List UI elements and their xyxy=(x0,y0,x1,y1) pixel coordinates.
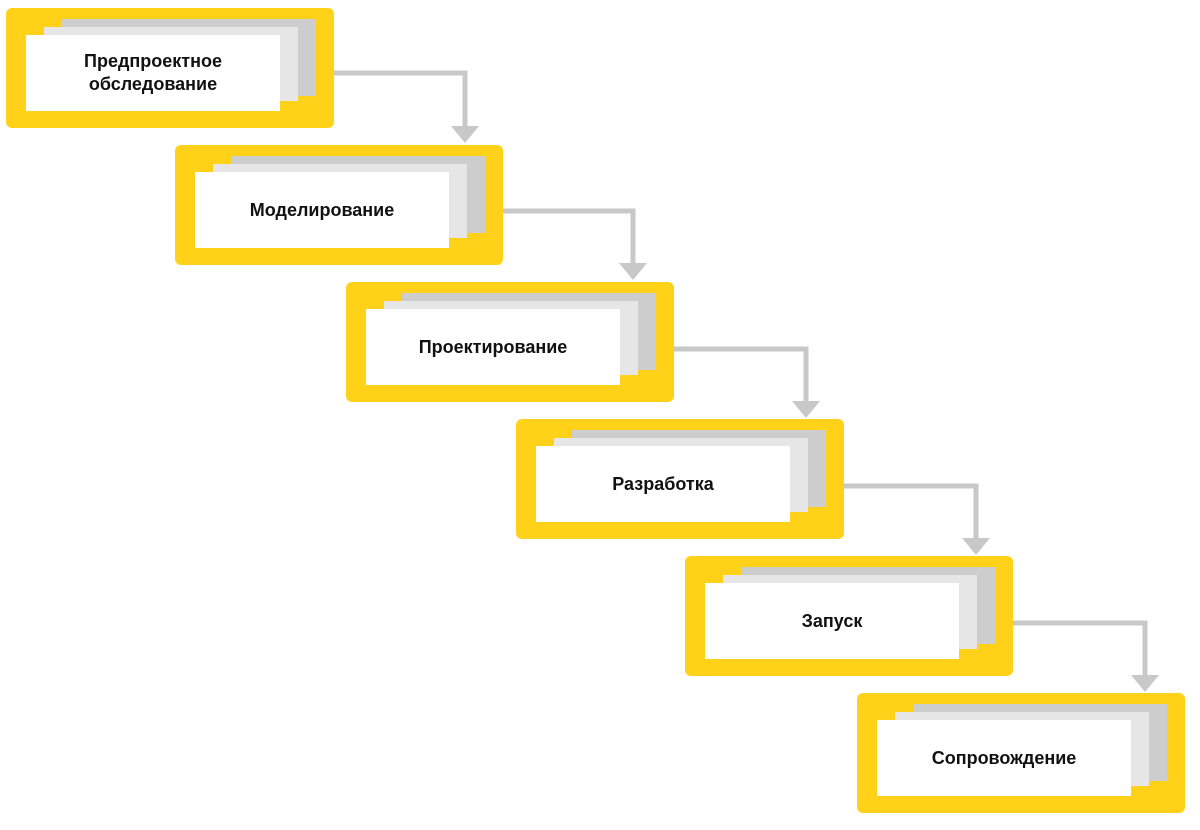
sheet-front: Запуск xyxy=(705,583,959,659)
connector-1-2 xyxy=(334,70,468,128)
step-razrabotka: Разработка xyxy=(516,419,844,539)
step-label: Предпроектное обследование xyxy=(84,51,222,94)
connector-3-4 xyxy=(674,346,809,403)
sheet-front: Проектирование xyxy=(366,309,620,385)
step-predproektnoe-obsledovanie: Предпроектное обследование xyxy=(6,8,334,128)
step-label: Разработка xyxy=(612,473,714,494)
arrowhead-icon xyxy=(451,126,479,143)
step-label: Моделирование xyxy=(249,199,395,220)
arrowhead-icon xyxy=(792,401,820,418)
step-modelirovanie: Моделирование xyxy=(175,145,503,265)
sheet-front: Предпроектное обследование xyxy=(26,35,280,111)
step-proektirovanie: Проектирование xyxy=(346,282,674,402)
sheet-front: Моделирование xyxy=(195,172,449,248)
step-zapusk: Запуск xyxy=(685,556,1013,676)
arrowhead-icon xyxy=(1131,675,1159,692)
connector-2-3 xyxy=(503,208,636,265)
connector-5-6 xyxy=(1013,620,1148,677)
step-soprovozhdenie: Сопровождение xyxy=(857,693,1185,813)
arrowhead-icon xyxy=(962,538,990,555)
sheet-front: Сопровождение xyxy=(877,720,1131,796)
sheet-front: Разработка xyxy=(536,446,790,522)
step-label: Сопровождение xyxy=(931,747,1077,768)
connector-4-5 xyxy=(844,483,979,540)
arrowhead-icon xyxy=(619,263,647,280)
step-label: Проектирование xyxy=(418,336,568,357)
step-label: Запуск xyxy=(801,610,863,631)
